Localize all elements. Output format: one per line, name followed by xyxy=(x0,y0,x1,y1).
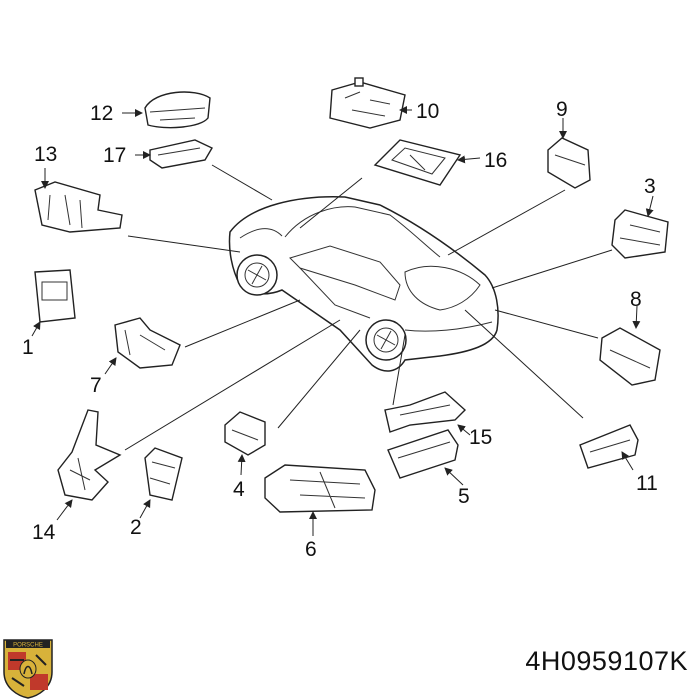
callout-9: 9 xyxy=(556,98,568,121)
callout-15: 15 xyxy=(469,426,492,449)
part-13-bracket xyxy=(34,181,123,233)
part-11-control-unit xyxy=(579,424,639,469)
part-9-control-unit xyxy=(547,137,591,189)
callout-arrows xyxy=(31,106,654,536)
callout-2: 2 xyxy=(130,516,142,539)
svg-text:PORSCHE: PORSCHE xyxy=(13,643,43,649)
callout-17: 17 xyxy=(103,144,126,167)
callout-13: 13 xyxy=(34,143,57,166)
callout-4: 4 xyxy=(233,478,245,501)
callout-12: 12 xyxy=(90,102,113,125)
part-16-control-unit xyxy=(373,139,462,186)
part-1-control-unit xyxy=(34,269,76,323)
part-10-control-unit xyxy=(329,77,406,129)
part-5-control-unit xyxy=(387,429,459,479)
part-4-control-unit xyxy=(224,411,266,456)
callout-labels: 1 2 3 4 5 6 7 8 9 10 11 12 13 14 15 16 1… xyxy=(22,98,658,561)
part-17-control-unit xyxy=(149,139,213,169)
part-3-control-unit xyxy=(611,209,669,259)
part-7-control-unit xyxy=(114,317,181,369)
callout-11: 11 xyxy=(636,472,658,495)
callout-1: 1 xyxy=(22,336,34,359)
part-2-control-unit xyxy=(144,447,183,501)
callout-3: 3 xyxy=(644,175,656,198)
part-12-control-unit xyxy=(144,91,211,129)
part-14-bracket xyxy=(57,409,122,501)
part-15-bracket xyxy=(384,391,467,433)
callout-8: 8 xyxy=(630,288,642,311)
porsche-crest-logo: PORSCHE xyxy=(3,639,53,699)
part-8-control-unit xyxy=(599,327,661,386)
part-number: 4H0959107K xyxy=(525,646,688,676)
callout-5: 5 xyxy=(458,485,470,508)
car-body xyxy=(228,196,499,372)
callout-16: 16 xyxy=(484,149,507,172)
callout-14: 14 xyxy=(32,521,56,544)
callout-10: 10 xyxy=(416,100,439,123)
leader-lines xyxy=(124,164,613,451)
callout-7: 7 xyxy=(90,374,102,397)
part-6-control-unit xyxy=(264,464,376,513)
callout-6: 6 xyxy=(305,538,317,561)
